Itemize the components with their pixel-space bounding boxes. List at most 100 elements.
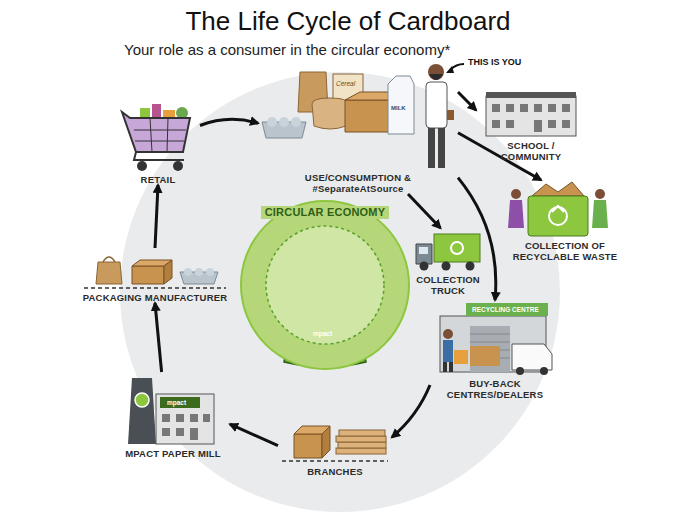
shopping-cart-part bbox=[134, 118, 186, 152]
paper-mill-part bbox=[162, 414, 210, 440]
shopping-cart-part bbox=[134, 152, 184, 160]
consumer-goods-part bbox=[388, 76, 414, 134]
school-building-part-part bbox=[548, 120, 556, 128]
paper-mill bbox=[128, 378, 214, 444]
paper-mill-part-part bbox=[162, 414, 170, 422]
collection-truck-part bbox=[451, 242, 463, 254]
cardboard-bales-part bbox=[282, 460, 388, 462]
node-label: SCHOOL / COMMUNITY bbox=[478, 140, 584, 162]
paper-mill-part bbox=[128, 378, 156, 444]
person-part bbox=[429, 74, 443, 80]
person-part bbox=[447, 110, 454, 120]
flow-arrow bbox=[230, 424, 278, 445]
recycling-bin-part bbox=[549, 207, 567, 225]
paper-mill-part bbox=[135, 393, 149, 407]
person bbox=[426, 64, 454, 168]
diagram-title: The Life Cycle of Cardboard bbox=[0, 6, 696, 37]
school-building-part-part bbox=[520, 104, 528, 112]
recycling-bin-part bbox=[552, 206, 564, 212]
packaging-products-part bbox=[84, 287, 226, 289]
school-building-part-part bbox=[548, 104, 556, 112]
node-label: MPACT PAPER MILL bbox=[118, 448, 228, 459]
node-label: BRANCHES bbox=[280, 466, 390, 477]
flow-arrow bbox=[200, 119, 258, 125]
cardboard-bales-part-part bbox=[338, 442, 386, 448]
consumption-node: USE/CONSUMPTION & #SeparateAtSource bbox=[258, 58, 458, 194]
school-building bbox=[486, 92, 576, 136]
recycling-centre-part bbox=[443, 362, 447, 372]
branches-node: BRANCHES bbox=[278, 420, 392, 477]
collection-truck-part bbox=[434, 234, 480, 262]
cardboard-bales-part-part bbox=[336, 448, 386, 454]
shopping-cart-part bbox=[137, 161, 147, 171]
school-building-part-part bbox=[492, 104, 500, 112]
recycling-centre-part bbox=[454, 350, 468, 364]
flow-arrow bbox=[408, 194, 440, 228]
collection-truck bbox=[416, 234, 480, 271]
cardboard-bales bbox=[282, 426, 388, 461]
buy-back-node: BUY-BACK CENTRES/DEALERS bbox=[430, 300, 560, 400]
school-node: SCHOOL / COMMUNITY bbox=[476, 88, 586, 162]
recycling-bin-part bbox=[595, 189, 605, 199]
recycling-centre-part bbox=[449, 362, 453, 372]
waste-collection-node: COLLECTION OF RECYCLABLE WASTE bbox=[505, 180, 625, 262]
recycling-bin-part bbox=[508, 200, 524, 228]
packaging-products-part bbox=[164, 260, 172, 284]
cardboard-bales-part bbox=[322, 426, 330, 458]
school-building-part-part bbox=[562, 120, 570, 128]
truck-node: COLLECTION TRUCK bbox=[410, 228, 486, 296]
recycling-centre-part bbox=[470, 346, 500, 366]
paper-mill-part bbox=[160, 397, 200, 408]
school-building-part bbox=[486, 96, 576, 136]
person-part bbox=[428, 128, 435, 168]
flow-arrow bbox=[458, 92, 476, 110]
consumer-goods-part bbox=[312, 98, 348, 129]
circle-shape bbox=[240, 200, 410, 370]
logo-text: mpact bbox=[167, 399, 186, 406]
recycling-centre-part bbox=[470, 326, 510, 372]
collection-truck-part bbox=[466, 262, 475, 271]
callout-text: THIS IS YOU bbox=[468, 58, 521, 68]
pointer-arrowhead bbox=[446, 66, 454, 73]
shopping-cart-part bbox=[173, 161, 183, 171]
collection-truck-part bbox=[442, 262, 451, 271]
node-label: USE/CONSUMPTION & #SeparateAtSource bbox=[298, 172, 418, 194]
consumer-goods bbox=[262, 72, 414, 138]
node-label: CIRCULAR ECONOMY bbox=[261, 206, 390, 219]
node-label: BUY-BACK CENTRES/DEALERS bbox=[435, 378, 555, 400]
recycling-centre bbox=[440, 303, 552, 375]
shopping-cart bbox=[122, 104, 190, 171]
recycling-bin bbox=[508, 182, 608, 236]
person-part bbox=[428, 64, 444, 80]
recycling-centre-part bbox=[443, 340, 453, 362]
subtitle: Your role as a consumer in the circular … bbox=[124, 42, 450, 59]
collection-truck-part bbox=[416, 244, 432, 264]
cardboard-bales-part bbox=[294, 434, 322, 458]
packaging-products-part bbox=[184, 268, 192, 276]
recycling-centre-part bbox=[443, 329, 453, 339]
consumer-goods-part bbox=[267, 117, 277, 127]
person-part bbox=[426, 82, 447, 128]
node-label: COLLECTION TRUCK bbox=[412, 274, 484, 296]
packaging-node: PACKAGING MANUFACTURER bbox=[78, 248, 232, 303]
paper-mill-part-part bbox=[176, 428, 184, 436]
logo-text: mpact bbox=[313, 330, 332, 337]
consumer-goods-part bbox=[279, 117, 289, 127]
product-text: Cereal bbox=[336, 80, 355, 87]
collection-truck-part bbox=[419, 247, 428, 254]
packaging-products-part bbox=[103, 257, 115, 262]
school-building-part bbox=[486, 92, 576, 98]
recycling-centre-part bbox=[512, 344, 552, 370]
school-building-part bbox=[492, 104, 570, 132]
paper-mill-part-part bbox=[176, 414, 184, 422]
school-building-part-part bbox=[534, 120, 542, 132]
packaging-products bbox=[84, 257, 226, 288]
school-building-part-part bbox=[506, 120, 514, 128]
packaging-products-part bbox=[206, 268, 214, 276]
cardboard-bales-part bbox=[336, 430, 386, 454]
paper-mill-node: MPACT PAPER MILL bbox=[116, 372, 230, 459]
recycling-centre-part bbox=[516, 367, 524, 375]
paper-mill-part-part bbox=[190, 428, 198, 440]
school-building-part-part bbox=[506, 104, 514, 112]
